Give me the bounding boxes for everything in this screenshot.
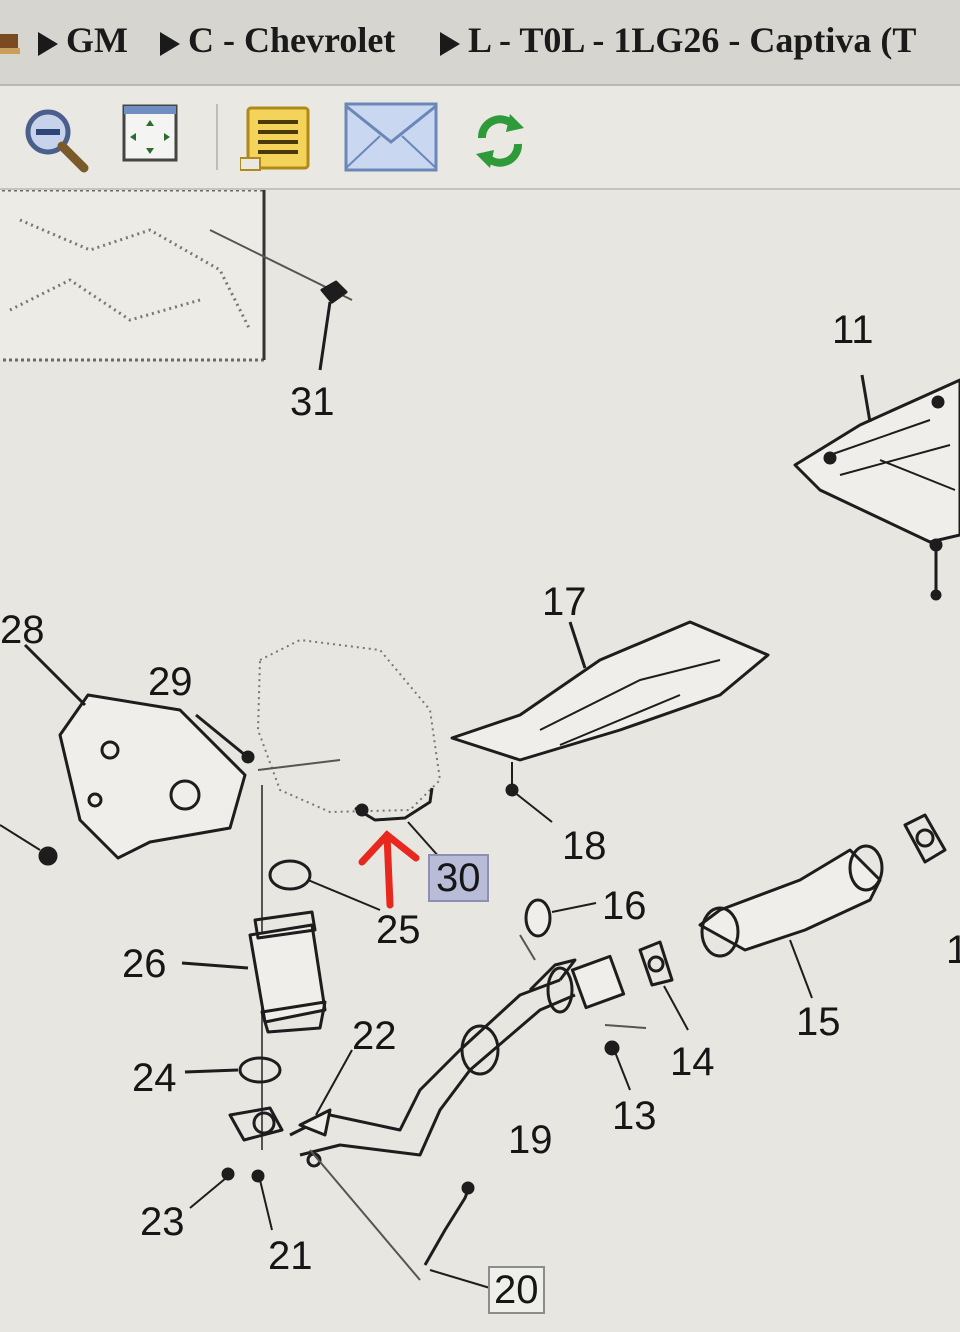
home-icon[interactable]: [0, 28, 22, 58]
toolbar: [0, 86, 960, 190]
callout-13[interactable]: 13: [612, 1094, 657, 1138]
fit-page-button[interactable]: [118, 98, 198, 176]
callout-30-selected[interactable]: 30: [428, 854, 489, 902]
breadcrumb-arrow-icon: [160, 31, 180, 56]
toolbar-separator: [216, 104, 218, 170]
callout-14[interactable]: 14: [670, 1040, 715, 1084]
exhaust-line-art: [0, 190, 960, 1289]
callout-23[interactable]: 23: [140, 1200, 185, 1244]
breadcrumb-arrow-icon: [440, 31, 460, 56]
breadcrumb: GM C - Chevrolet L - T0L - 1LG26 - Capti…: [0, 0, 960, 86]
callout-24[interactable]: 24: [132, 1056, 177, 1100]
callout-edge[interactable]: 1: [946, 928, 960, 972]
callout-15[interactable]: 15: [796, 1000, 841, 1044]
callout-26[interactable]: 26: [122, 942, 167, 986]
breadcrumb-chevrolet[interactable]: C - Chevrolet: [160, 12, 395, 68]
engine-inset-drawing: [0, 190, 266, 362]
callout-21[interactable]: 21: [268, 1234, 313, 1278]
fit-page-icon: [122, 104, 178, 162]
callout-20[interactable]: 20: [488, 1266, 545, 1314]
callout-16[interactable]: 16: [602, 884, 647, 928]
callout-25[interactable]: 25: [376, 908, 421, 952]
refresh-button[interactable]: [460, 98, 540, 176]
callout-28[interactable]: 28: [0, 608, 45, 652]
zoom-out-icon: [25, 109, 89, 173]
refresh-icon: [476, 114, 524, 168]
list-icon: [239, 106, 310, 171]
breadcrumb-captiva[interactable]: L - T0L - 1LG26 - Captiva (T: [440, 12, 916, 68]
annotation-arrow-icon: [358, 830, 420, 909]
callout-19[interactable]: 19: [508, 1118, 553, 1162]
callout-18[interactable]: 18: [562, 824, 607, 868]
callout-17[interactable]: 17: [542, 580, 587, 624]
breadcrumb-arrow-icon: [38, 31, 58, 56]
callout-29[interactable]: 29: [148, 660, 193, 704]
callout-11[interactable]: 11: [832, 308, 874, 352]
email-icon: [344, 102, 438, 172]
email-button[interactable]: [344, 98, 440, 176]
callout-22[interactable]: 22: [352, 1014, 397, 1058]
breadcrumb-gm[interactable]: GM: [38, 12, 128, 68]
callout-31[interactable]: 31: [290, 380, 335, 424]
zoom-out-button[interactable]: [14, 98, 94, 176]
parts-list-button[interactable]: [239, 98, 320, 176]
parts-diagram[interactable]: 11 31 17 28 29 18 30 16 25 1 26 15 22 14…: [0, 190, 960, 1332]
